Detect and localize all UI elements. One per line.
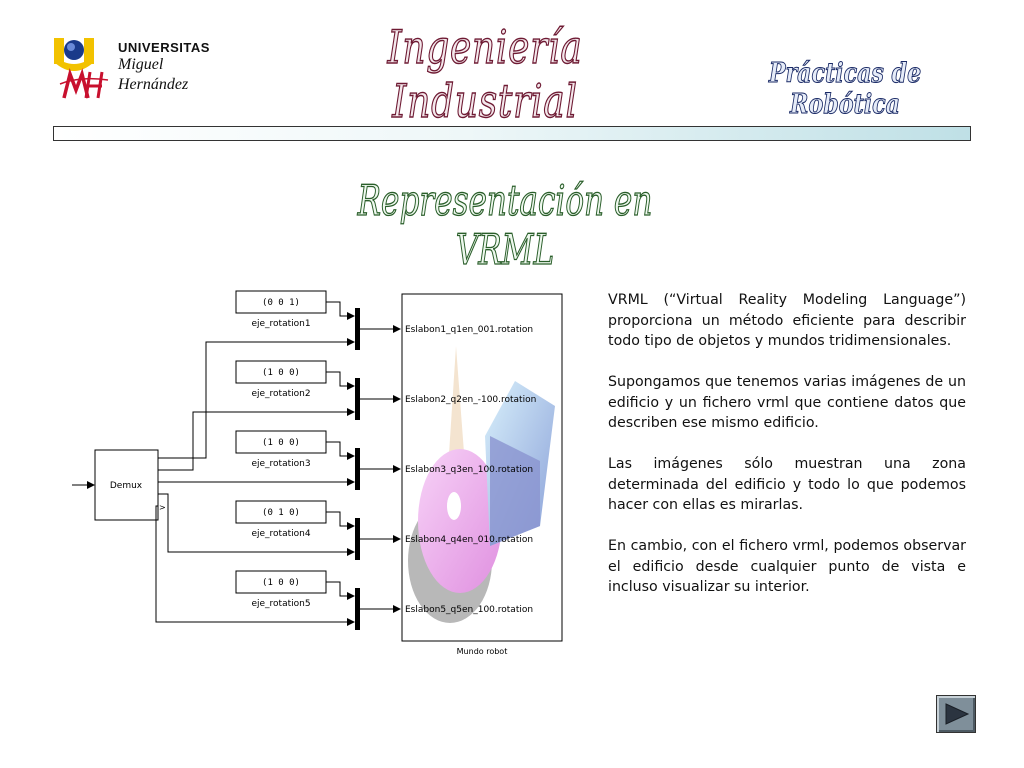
signal-line-demux-2 — [158, 408, 355, 471]
mux-block-4[interactable] — [355, 518, 360, 560]
svg-text:>: > — [159, 503, 166, 512]
paragraph-4: En cambio, con el fichero vrml, podemos … — [608, 538, 966, 595]
constant-value-2: (1 0 0) — [262, 368, 300, 378]
constant-label-1: eje_rotation1 — [251, 319, 310, 329]
umh-logo-icon — [54, 38, 109, 99]
signal-line-demux-1 — [158, 338, 355, 459]
slide-body: VRML (“Virtual Reality Modeling Language… — [608, 290, 966, 618]
simulink-diagram: Demux > Mundo robot (0 0 1) eje_rotation1… — [72, 290, 563, 656]
paragraph-3: Las imágenes sólo muestran una zona dete… — [608, 456, 966, 513]
demux-label: Demux — [110, 481, 143, 491]
mux-block-5[interactable] — [355, 588, 360, 630]
paragraph-1: VRML (“Virtual Reality Modeling Language… — [608, 292, 966, 349]
robot-preview-image — [408, 346, 555, 623]
constant-value-5: (1 0 0) — [262, 578, 300, 588]
signal-line-const-2 — [326, 371, 355, 390]
signal-line-demux-5 — [155, 505, 355, 626]
vr-port-label-5: Eslabon5_q5en_100.rotation — [405, 605, 533, 615]
course-title: Prácticas de Robótica — [768, 58, 922, 121]
header-title: Ingeniería Industrial — [387, 19, 583, 128]
constant-value-1: (0 0 1) — [262, 298, 300, 308]
signal-line-demux-4 — [158, 493, 355, 556]
constant-label-4: eje_rotation4 — [251, 529, 310, 539]
next-slide-button[interactable] — [936, 695, 976, 733]
paragraph-2: Supongamos que tenemos varias imágenes d… — [608, 374, 966, 431]
logo-name-line2: Hernández — [118, 76, 189, 93]
vr-port-label-1: Eslabon1_q1en_001.rotation — [405, 325, 533, 335]
constant-value-4: (0 1 0) — [262, 508, 300, 518]
vr-block-label: Mundo robot — [457, 647, 508, 656]
signal-line-const-5 — [326, 581, 355, 600]
header-divider-bar — [53, 126, 971, 141]
next-icon — [945, 703, 970, 725]
slide-title: Representación en VRML — [357, 175, 653, 274]
demux-block[interactable] — [94, 449, 159, 521]
constant-label-3: eje_rotation3 — [251, 459, 310, 469]
constant-value-3: (1 0 0) — [262, 438, 300, 448]
constant-label-5: eje_rotation5 — [251, 599, 310, 609]
mux-block-3[interactable] — [355, 448, 360, 490]
signal-line-const-1 — [326, 301, 355, 320]
university-logo: UNIVERSITAS Miguel Hernández — [50, 36, 220, 106]
mux-block-2[interactable] — [355, 378, 360, 420]
logo-university-text: UNIVERSITAS — [118, 40, 210, 55]
logo-name-line1: Miguel — [118, 56, 164, 73]
vr-port-label-3: Eslabon3_q3en_100.rotation — [405, 465, 533, 475]
vr-port-label-4: Eslabon4_q4en_010.rotation — [405, 535, 533, 545]
signal-line-const-3 — [326, 441, 355, 460]
constant-label-2: eje_rotation2 — [251, 389, 310, 399]
signal-line-const-4 — [326, 511, 355, 530]
mux-block-1[interactable] — [355, 308, 360, 350]
vr-port-label-2: Eslabon2_q2en_-100.rotation — [405, 395, 536, 405]
